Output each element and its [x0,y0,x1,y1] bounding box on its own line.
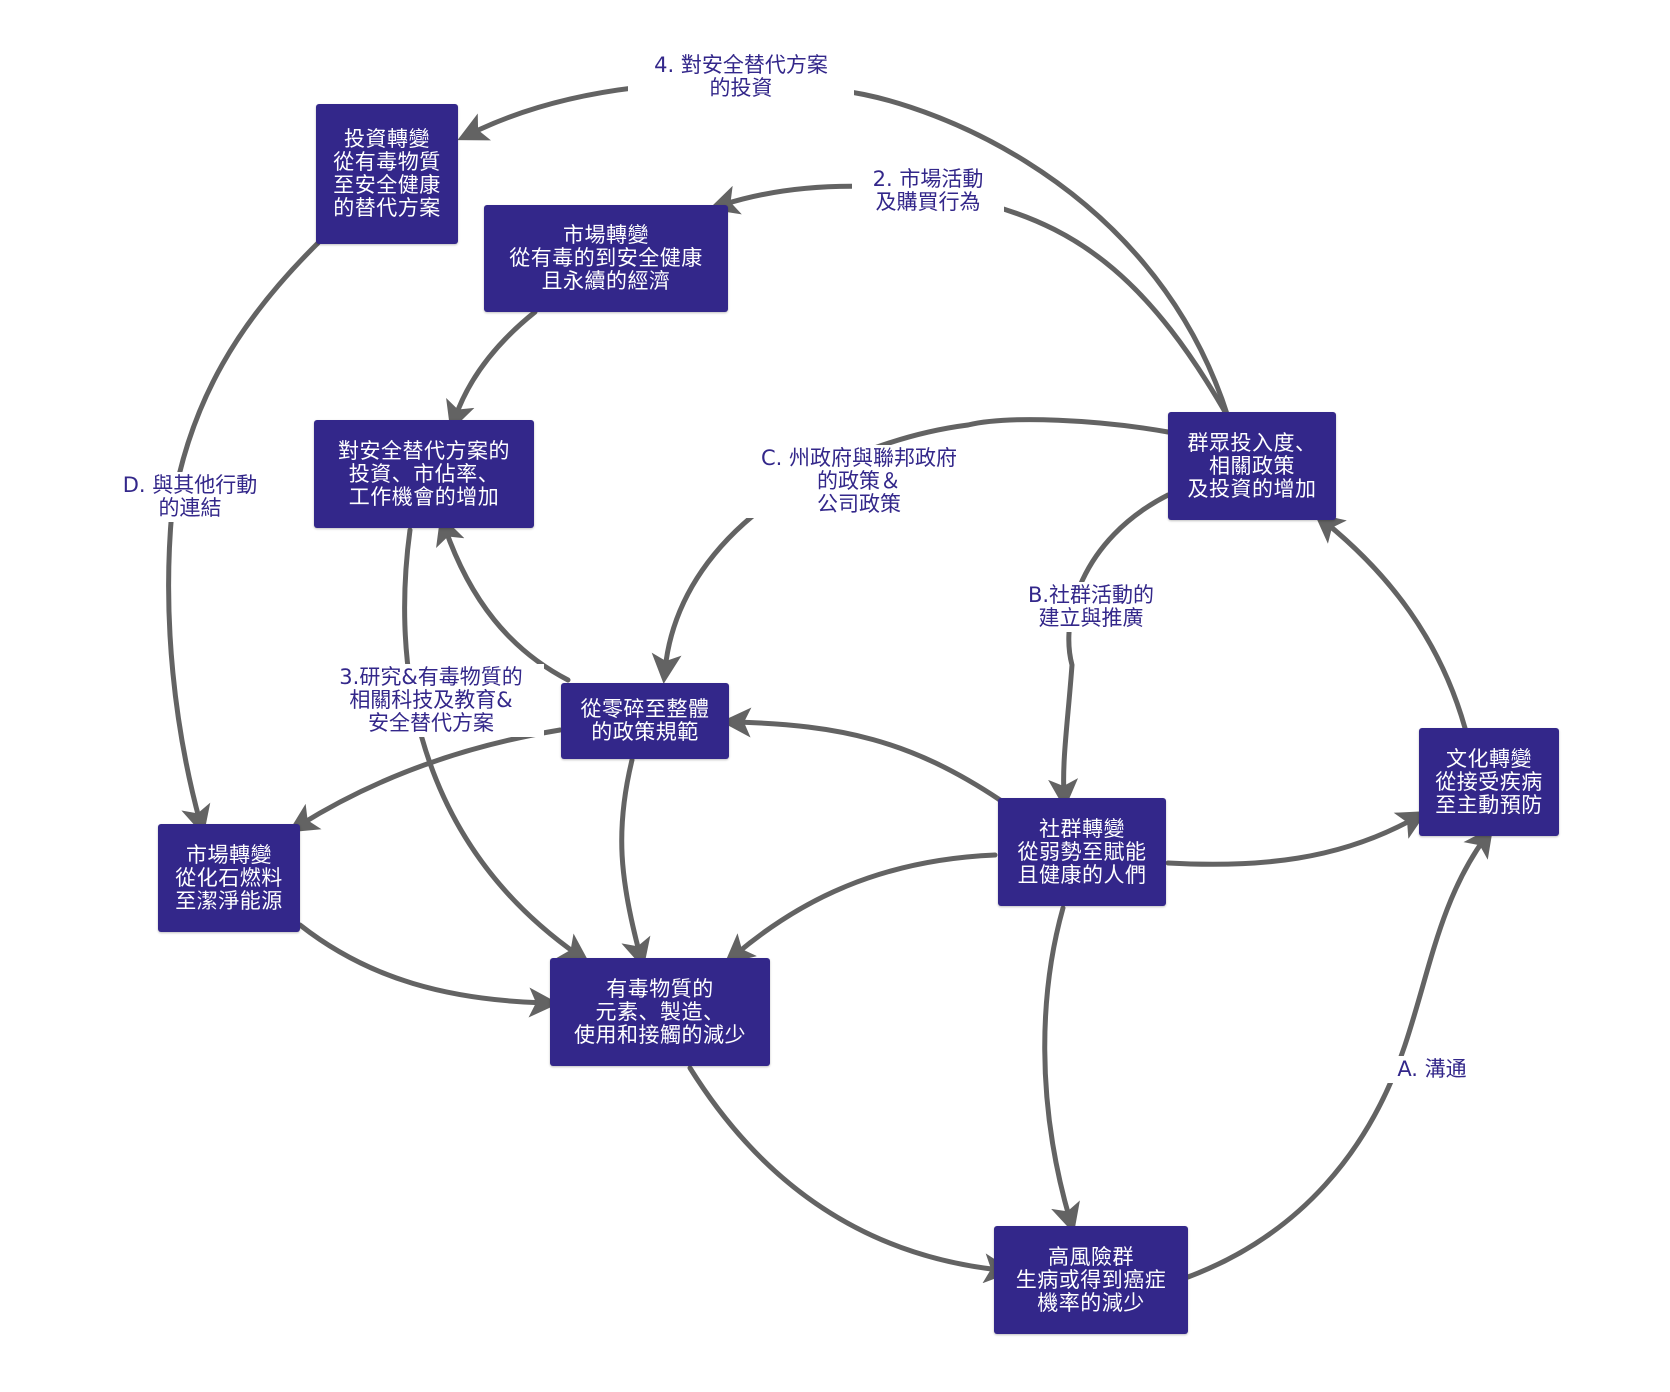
node-investment-shift: 投資轉變 從有毒物質 至安全健康 的替代方案 [316,104,458,244]
edge-label-research-education: 3.研究&有毒物質的 相關科技及教育& 安全替代方案 [318,664,544,737]
node-public-engagement: 群眾投入度、 相關政策 及投資的增加 [1168,412,1336,520]
arrow-engagement-to-policy [651,417,1171,684]
edge-label-market-activity: 2. 市場活動 及購買行為 [852,166,1004,216]
arrow-energy-to-toxic [297,922,559,1018]
node-label: 高風險群 生病或得到癌症 機率的減少 [1015,1244,1167,1315]
node-community-shift: 社群轉變 從弱勢至賦能 且健康的人們 [998,798,1166,906]
arrow-community-to-cultural [1165,811,1428,867]
arrow-risk-to-cultural [1185,826,1494,1280]
node-label: 文化轉變 從接受疾病 至主動預防 [1435,746,1543,817]
node-label: 投資轉變 從有毒物質 至安全健康 的替代方案 [333,127,441,220]
arrow-community-to-policy [721,707,1003,803]
node-label: 從零碎至整體 的政策規範 [580,697,710,744]
node-cultural-shift: 文化轉變 從接受疾病 至主動預防 [1419,728,1559,836]
node-market-shift-energy: 市場轉變 從化石燃料 至潔淨能源 [158,824,300,932]
edge-label-community-activity: B.社群活動的 建立與推廣 [1000,582,1182,632]
edge-label-communication: A. 溝通 [1376,1056,1488,1083]
arrow-engagement-to-market-economy [708,183,1231,420]
edge-label-investment-alternatives: 4. 對安全替代方案 的投資 [628,52,854,102]
node-label: 有毒物質的 元素、製造、 使用和接觸的減少 [574,976,746,1047]
arrow-toxic-to-risk [687,1065,1014,1284]
arrow-policy-to-toxic [619,757,651,969]
node-label: 群眾投入度、 相關政策 及投資的增加 [1187,430,1317,501]
arrow-community-to-toxic [724,852,998,965]
node-label: 社群轉變 從弱勢至賦能 且健康的人們 [1017,816,1147,887]
edge-label-government-policy: C. 州政府與聯邦政府 的政策＆ 公司政策 [735,445,983,518]
arrow-engagement-to-community [1048,492,1171,809]
arrow-community-to-risk [1042,905,1080,1234]
node-investment-increase: 對安全替代方案的 投資、市佔率、 工作機會的增加 [314,420,534,528]
node-market-shift-economy: 市場轉變 從有毒的到安全健康 且永續的經濟 [484,205,728,312]
node-policy-holistic: 從零碎至整體 的政策規範 [561,683,729,759]
arrow-cultural-to-engagement [1314,513,1468,731]
edge-label-links-other-actions: D. 與其他行動 的連結 [104,472,276,522]
arrow-policy-to-investment-increase [436,514,571,683]
node-label: 對安全替代方案的 投資、市佔率、 工作機會的增加 [338,438,510,509]
arrow-policy-to-energy [288,727,563,833]
node-label: 市場轉變 從化石燃料 至潔淨能源 [175,842,283,913]
arrow-market-economy-to-investment-increase [446,309,538,432]
node-label: 市場轉變 從有毒的到安全健康 且永續的經濟 [509,223,703,293]
arrow-investment-shift-to-energy [166,240,321,836]
node-risk-reduction: 高風險群 生病或得到癌症 機率的減少 [994,1226,1188,1334]
node-toxic-reduction: 有毒物質的 元素、製造、 使用和接觸的減少 [550,958,770,1066]
